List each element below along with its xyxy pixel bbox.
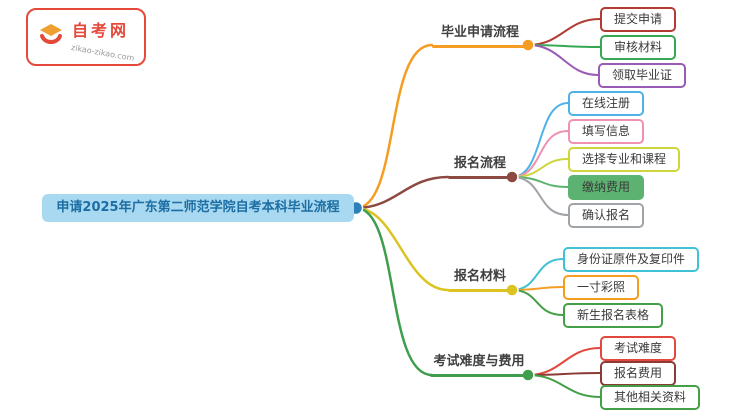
leaf-pay-fees: 缴纳费用 <box>568 175 645 200</box>
branch-exam-difficulty-and-fees: 考试难度与费用 <box>430 354 528 377</box>
connector-leaf-fill-info <box>511 130 569 178</box>
leaf-one-inch-photo: 一寸彩照 <box>563 275 640 300</box>
root-node: 申请2025年广东第二师范学院自考本科毕业流程 <box>42 194 354 222</box>
zikao-logo-icon <box>37 21 65 53</box>
connector-leaf-confirm-registration <box>511 176 569 216</box>
branch-graduation-application-process: 毕业申请流程 <box>432 25 528 48</box>
leaf-new-student-form: 新生报名表格 <box>563 303 664 328</box>
site-logo[interactable]: 自考网 zikao-zikao.com <box>26 8 146 66</box>
connector-leaf-other-materials <box>527 374 601 398</box>
connector-root-branch-registration <box>354 175 450 210</box>
branch-label: 报名流程 <box>453 156 506 171</box>
connector-root-branch-graduation <box>354 43 434 210</box>
branch-underline <box>432 45 528 48</box>
logo-text-block: 自考网 zikao-zikao.com <box>70 21 136 63</box>
leaf-submit-application: 提交申请 <box>600 7 677 32</box>
connector-root-branch-difficulty <box>354 206 434 377</box>
leaf-fill-info: 填写信息 <box>568 119 645 144</box>
branch-registration-materials: 报名材料 <box>448 269 512 292</box>
branch-registration-process: 报名流程 <box>448 156 512 179</box>
logo-site-url: zikao-zikao.com <box>70 43 135 63</box>
connector-leaf-submit-application <box>527 18 601 46</box>
leaf-confirm-registration: 确认报名 <box>568 203 645 228</box>
leaf-choose-major-courses: 选择专业和课程 <box>568 147 681 172</box>
branch-label: 报名材料 <box>453 269 506 284</box>
connector-leaf-receive-diploma <box>527 44 599 76</box>
connector-leaf-online-register <box>511 102 569 178</box>
connector-leaf-new-student-form <box>511 289 564 316</box>
connector-leaf-exam-difficulty <box>527 347 601 376</box>
logo-site-name: 自考网 <box>72 21 130 40</box>
leaf-receive-diploma: 领取毕业证 <box>598 63 687 88</box>
branch-underline <box>430 374 528 377</box>
leaf-exam-difficulty: 考试难度 <box>600 336 677 361</box>
connector-root-branch-materials <box>354 206 450 292</box>
leaf-review-materials: 审核材料 <box>600 35 677 60</box>
branch-label: 考试难度与费用 <box>433 354 525 369</box>
branch-underline <box>448 176 512 179</box>
leaf-registration-fee: 报名费用 <box>600 361 677 386</box>
leaf-online-register: 在线注册 <box>568 91 645 116</box>
leaf-id-card-copy: 身份证原件及复印件 <box>563 247 700 272</box>
leaf-other-materials: 其他相关资料 <box>600 385 701 410</box>
branch-label: 毕业申请流程 <box>440 25 519 40</box>
connector-leaf-id-card <box>511 258 564 291</box>
branch-underline <box>448 289 512 292</box>
